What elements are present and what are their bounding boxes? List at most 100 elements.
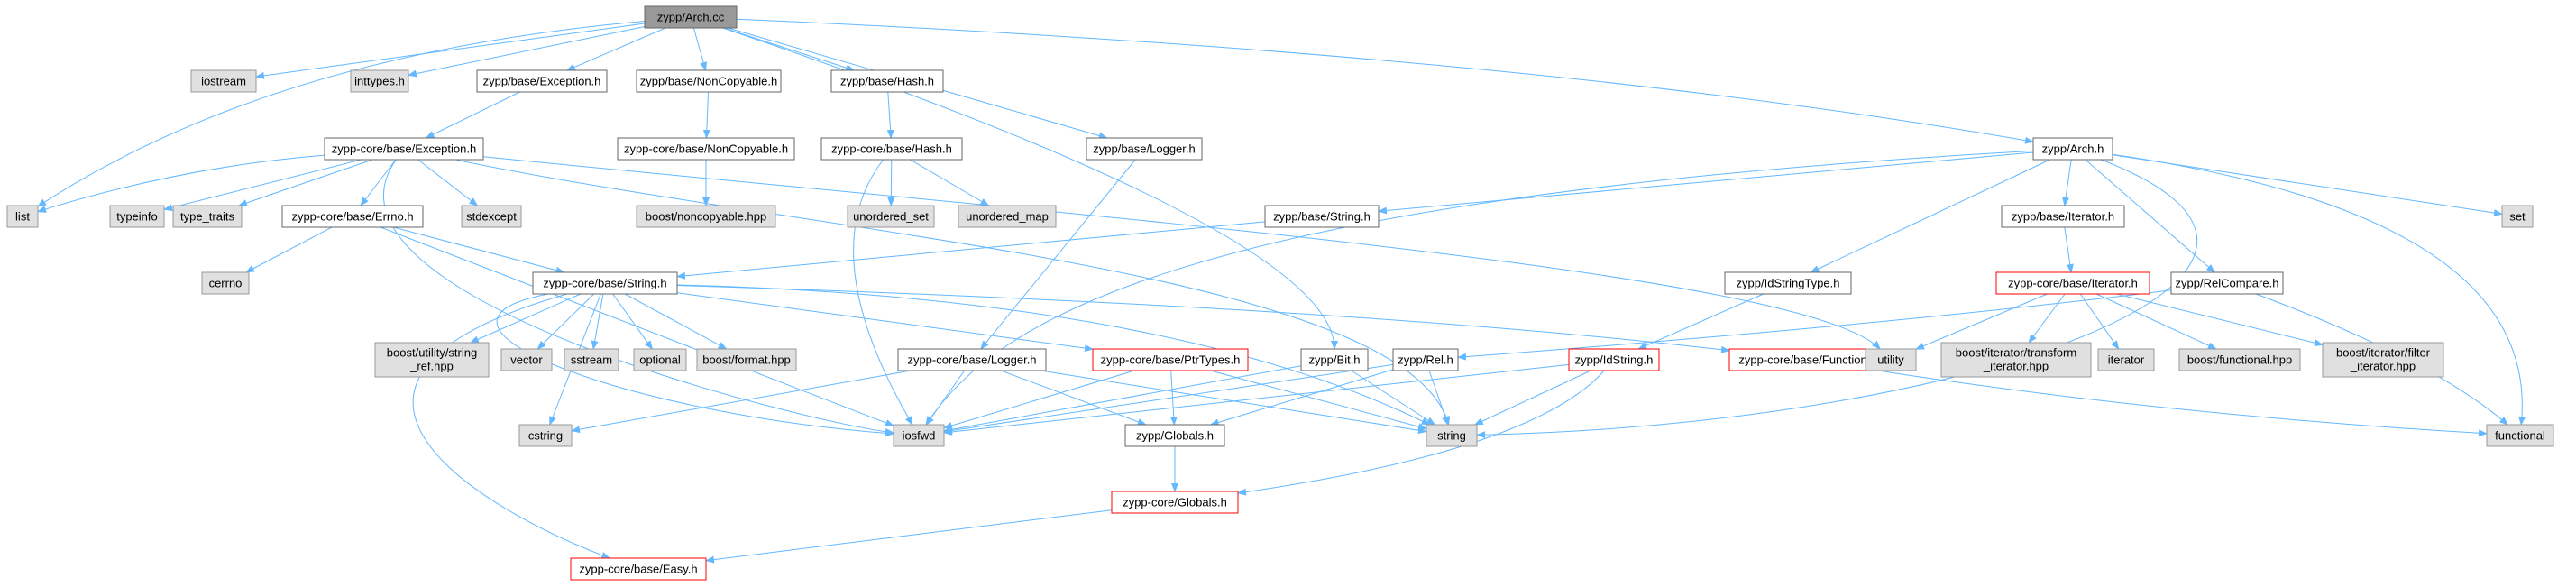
node-box (2097, 348, 2155, 371)
node-boost-format[interactable]: boost/format.hpp (696, 348, 797, 371)
node-zypp-idstring[interactable]: zypp/IdString.h (1568, 348, 1660, 371)
node-zypp-arch-h[interactable]: zypp/Arch.h (2032, 137, 2113, 161)
node-boost-noncopyable[interactable]: boost/noncopyable.hpp (636, 205, 776, 228)
node-box (1300, 348, 1369, 371)
node-zb-hash[interactable]: zypp/base/Hash.h (830, 69, 944, 93)
node-zcb-easy[interactable]: zypp-core/base/Easy.h (570, 557, 707, 581)
node-box (570, 557, 707, 581)
node-sstream[interactable]: sstream (564, 348, 619, 371)
node-label: zypp/base/Logger.h (1093, 142, 1195, 155)
edge-zypp_arch_h-to-iosfwd (925, 150, 2034, 426)
node-zypp-idstringtype[interactable]: zypp/IdStringType.h (1724, 271, 1852, 295)
edge-zcb_string-to-zcb_easy (412, 293, 611, 559)
edge-zcb_string-to-string (676, 284, 1431, 426)
edge-zypp_bit-to-iosfwd (943, 365, 1302, 434)
edge-zb_logger-to-zcb_logger (980, 159, 1136, 350)
node-box (1392, 348, 1459, 371)
node-zcb-logger[interactable]: zypp-core/base/Logger.h (897, 348, 1047, 371)
node-box (1940, 342, 2092, 378)
node-label: zypp/RelCompare.h (2176, 276, 2279, 289)
node-boost-functional[interactable]: boost/functional.hpp (2178, 348, 2301, 371)
node-label: zypp/Rel.h (1398, 353, 1453, 366)
node-zypp-bit[interactable]: zypp/Bit.h (1300, 348, 1369, 371)
node-label: typeinfo (116, 209, 158, 223)
node-zypp-relcompare[interactable]: zypp/RelCompare.h (2170, 271, 2284, 295)
node-box (893, 424, 945, 447)
node-type-traits[interactable]: type_traits (172, 205, 243, 228)
node-utility[interactable]: utility (1865, 348, 1917, 371)
node-zc-globals[interactable]: zypp-core/Globals.h (1111, 491, 1239, 514)
edge-arch_cc-to-zypp_arch_h (736, 18, 2034, 144)
node-iostream[interactable]: iostream (190, 69, 257, 93)
node-zb-noncopyable[interactable]: zypp/base/NonCopyable.h (636, 69, 782, 93)
node-label: zypp-core/base/Function.h (1738, 353, 1876, 366)
edge-zcb_exception-to-iosfwd (383, 159, 894, 436)
edge-zcb_exception-to-type_traits (237, 159, 373, 206)
node-inttypes[interactable]: inttypes.h (350, 69, 409, 93)
node-boost-filter-iter[interactable]: boost/iterator/filter_iterator.hpp (2322, 342, 2444, 378)
node-stdexcept[interactable]: stdexcept (461, 205, 522, 228)
node-box (461, 205, 522, 228)
node-unordered-set[interactable]: unordered_set (847, 205, 935, 228)
node-typeinfo[interactable]: typeinfo (109, 205, 165, 228)
edge-zcb_ptrtypes-to-string (1210, 370, 1427, 431)
node-box (820, 137, 963, 161)
node-box (633, 348, 687, 371)
node-label: cerrno (209, 276, 243, 289)
node-zypp-rel[interactable]: zypp/Rel.h (1392, 348, 1459, 371)
node-label: string (1437, 428, 1466, 442)
node-zcb-exception[interactable]: zypp-core/base/Exception.h (324, 137, 484, 161)
node-unordered-map[interactable]: unordered_map (958, 205, 1057, 228)
node-zcb-ptrtypes[interactable]: zypp-core/base/PtrTypes.h (1092, 348, 1249, 371)
node-zb-string[interactable]: zypp/base/String.h (1264, 205, 1380, 228)
node-box (636, 205, 776, 228)
node-box (324, 137, 484, 161)
node-zcb-string[interactable]: zypp-core/base/String.h (532, 271, 678, 295)
node-cstring[interactable]: cstring (518, 424, 573, 447)
node-zypp-globals[interactable]: zypp/Globals.h (1124, 424, 1225, 447)
node-zb-logger[interactable]: zypp/base/Logger.h (1086, 137, 1203, 161)
node-string[interactable]: string (1426, 424, 1478, 447)
node-label: zypp/Arch.cc (657, 10, 725, 23)
node-zcb-hash[interactable]: zypp-core/base/Hash.h (820, 137, 963, 161)
node-optional[interactable]: optional (633, 348, 687, 371)
node-zb-iterator[interactable]: zypp/base/Iterator.h (2001, 205, 2125, 228)
nodes-layer: zypp/Arch.cc iostream inttypes.h list zypp/b… (6, 5, 2554, 581)
node-list[interactable]: list (6, 205, 39, 228)
edge-zypp_idstring-to-iosfwd (943, 363, 1570, 436)
node-box (1092, 348, 1249, 371)
node-label: functional (2495, 428, 2545, 442)
node-set[interactable]: set (2501, 205, 2534, 228)
node-box (830, 69, 944, 93)
node-label: zypp/Arch.h (2042, 142, 2104, 155)
node-label: unordered_set (853, 209, 929, 223)
node-box (2486, 424, 2554, 447)
node-zcb-function[interactable]: zypp-core/base/Function.h (1728, 348, 1887, 371)
node-boost-string-ref[interactable]: boost/utility/string_ref.hpp (374, 342, 490, 378)
node-arch-cc[interactable]: zypp/Arch.cc (644, 5, 738, 29)
node-vector[interactable]: vector (500, 348, 553, 371)
node-functional[interactable]: functional (2486, 424, 2554, 447)
node-zb-exception[interactable]: zypp/base/Exception.h (476, 69, 608, 93)
edges-layer (37, 18, 2526, 564)
node-box (1426, 424, 1478, 447)
node-zcb-iterator[interactable]: zypp-core/base/Iterator.h (1995, 271, 2150, 295)
edge-zcb_iterator-to-boost_functional (2095, 293, 2217, 350)
edge-arch_cc-to-zb_noncopyable (692, 27, 708, 71)
node-boost-transform-iter[interactable]: boost/iterator/transform_iterator.hpp (1940, 342, 2092, 378)
edge-zcb_string-to-optional (612, 293, 653, 350)
node-cerrno[interactable]: cerrno (201, 271, 250, 295)
edge-zcb_logger-to-iosfwd (925, 370, 966, 426)
edge-zb_string-to-zcb_string (676, 221, 1266, 280)
node-label: vector (510, 353, 543, 366)
edge-zcb_logger-to-zypp_globals (1000, 370, 1147, 426)
node-iosfwd[interactable]: iosfwd (893, 424, 945, 447)
node-zcb-noncopyable[interactable]: zypp-core/base/NonCopyable.h (617, 137, 795, 161)
node-box (350, 69, 409, 93)
node-box (2322, 342, 2444, 378)
node-box (1865, 348, 1917, 371)
node-zcb-errno[interactable]: zypp-core/base/Errno.h (281, 205, 424, 228)
node-label: unordered_map (966, 209, 1049, 223)
node-iterator[interactable]: iterator (2097, 348, 2155, 371)
